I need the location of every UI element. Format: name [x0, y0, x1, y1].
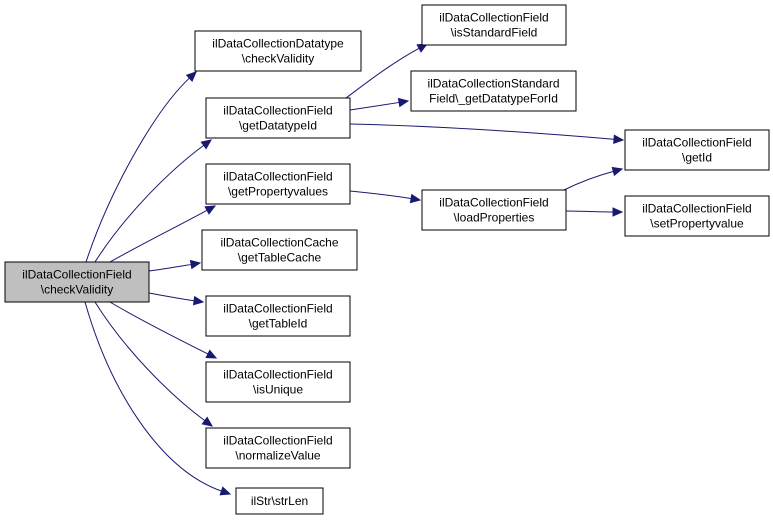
nodes-layer: ilDataCollectionField\checkValidityilDat… — [4, 4, 770, 515]
node-label-line: ilDataCollectionField — [439, 11, 548, 25]
node-label-line: Field\_getDatatypeForId — [429, 92, 558, 106]
edge-root-to-dt_check — [85, 77, 191, 263]
arrowhead-getPropertyvalues-to-loadProperties — [409, 193, 422, 204]
edge-root-to-getTableCache — [148, 263, 193, 272]
node-box — [624, 129, 770, 171]
node-label-line: ilDataCollectionField — [22, 268, 131, 282]
node-label-line: ilDataCollectionField — [223, 368, 332, 382]
node-strLen[interactable]: ilStr\strLen — [235, 487, 324, 515]
node-box — [201, 229, 358, 271]
node-getPropertyvalues[interactable]: ilDataCollectionField\getPropertyvalues — [205, 163, 351, 205]
node-box — [421, 189, 567, 231]
node-box — [410, 70, 577, 112]
node-box — [4, 261, 150, 303]
node-getTableCache[interactable]: ilDataCollectionCache\getTableCache — [201, 229, 358, 271]
node-label-line: ilDataCollectionStandard — [427, 77, 559, 91]
node-normalizeValue[interactable]: ilDataCollectionField\normalizeValue — [205, 427, 351, 469]
node-getDatatypeId[interactable]: ilDataCollectionField\getDatatypeId — [205, 97, 351, 139]
node-root[interactable]: ilDataCollectionField\checkValidity — [4, 261, 150, 303]
arrowhead-root-to-normalizeValue — [201, 416, 213, 427]
node-label-line: \getTableCache — [238, 251, 322, 265]
node-setPropertyvalue[interactable]: ilDataCollectionField\setPropertyvalue — [624, 195, 770, 237]
edge-root-to-getDatatypeId — [94, 144, 205, 263]
node-label-line: ilDataCollectionDatatype — [212, 37, 344, 51]
node-box — [205, 427, 351, 469]
arrowhead-getDatatypeId-to-getDatatypeForId — [397, 97, 410, 108]
node-label-line: ilDataCollectionField — [642, 202, 751, 216]
edge-loadProperties-to-getId — [563, 170, 615, 191]
node-box — [194, 30, 362, 72]
arrowhead-loadProperties-to-setPropertyvalue — [612, 207, 624, 217]
node-label-line: \isUnique — [253, 383, 303, 397]
node-label-line: \checkValidity — [242, 52, 314, 66]
node-label-line: ilDataCollectionField — [223, 170, 332, 184]
edge-getPropertyvalues-to-loadProperties — [349, 190, 413, 200]
node-label-line: \getDatatypeId — [239, 119, 317, 133]
edge-getDatatypeId-to-isStandardField — [345, 47, 421, 99]
node-box — [205, 361, 351, 403]
edges-layer — [84, 43, 625, 496]
arrowhead-root-to-getDatatypeId — [200, 139, 212, 150]
node-isStandardField[interactable]: ilDataCollectionField\isStandardField — [421, 4, 567, 46]
edge-getDatatypeId-to-getDatatypeForId — [349, 101, 401, 111]
arrowhead-root-to-getPropertyvalues — [204, 205, 217, 215]
node-label-line: \getPropertyvalues — [228, 185, 328, 199]
node-label-line: \normalizeValue — [235, 449, 320, 463]
node-label-line: \getTableId — [249, 317, 308, 331]
node-box — [421, 4, 567, 46]
node-label-line: ilDataCollectionField — [223, 434, 332, 448]
node-label-line: ilDataCollectionField — [439, 196, 548, 210]
node-box — [205, 295, 351, 337]
arrowhead-loadProperties-to-getId — [611, 166, 624, 177]
node-label-line: ilDataCollectionField — [642, 136, 751, 150]
edge-root-to-strLen — [84, 301, 223, 492]
node-loadProperties[interactable]: ilDataCollectionField\loadProperties — [421, 189, 567, 231]
node-box — [205, 163, 351, 205]
arrowhead-root-to-isUnique — [205, 349, 218, 359]
edge-root-to-isUnique — [109, 301, 210, 355]
arrowhead-root-to-dt_check — [185, 71, 197, 82]
edge-root-to-getTableId — [148, 292, 196, 302]
edge-root-to-getPropertyvalues — [109, 209, 209, 263]
edge-root-to-normalizeValue — [94, 301, 206, 422]
node-box — [235, 487, 324, 515]
node-label-line: \setPropertyvalue — [650, 217, 744, 231]
node-box — [624, 195, 770, 237]
arrowhead-root-to-getTableId — [192, 295, 205, 306]
arrowhead-root-to-getTableCache — [189, 259, 202, 270]
edge-loadProperties-to-setPropertyvalue — [565, 210, 615, 213]
node-isUnique[interactable]: ilDataCollectionField\isUnique — [205, 361, 351, 403]
node-label-line: \isStandardField — [451, 26, 538, 40]
node-label-line: \getId — [682, 151, 712, 165]
node-label-line: ilDataCollectionCache — [220, 236, 338, 250]
arrowhead-root-to-strLen — [219, 486, 232, 496]
node-label-line: ilStr\strLen — [251, 494, 308, 508]
node-dt_check[interactable]: ilDataCollectionDatatype\checkValidity — [194, 30, 362, 72]
node-getId[interactable]: ilDataCollectionField\getId — [624, 129, 770, 171]
node-box — [205, 97, 351, 139]
node-label-line: ilDataCollectionField — [223, 104, 332, 118]
node-label-line: \checkValidity — [41, 283, 113, 297]
node-getDatatypeForId[interactable]: ilDataCollectionStandardField\_getDataty… — [410, 70, 577, 112]
edge-getDatatypeId-to-getId — [349, 123, 616, 140]
node-label-line: \loadProperties — [454, 211, 535, 225]
arrowhead-getDatatypeId-to-getId — [613, 134, 625, 144]
node-getTableId[interactable]: ilDataCollectionField\getTableId — [205, 295, 351, 337]
node-label-line: ilDataCollectionField — [223, 302, 332, 316]
